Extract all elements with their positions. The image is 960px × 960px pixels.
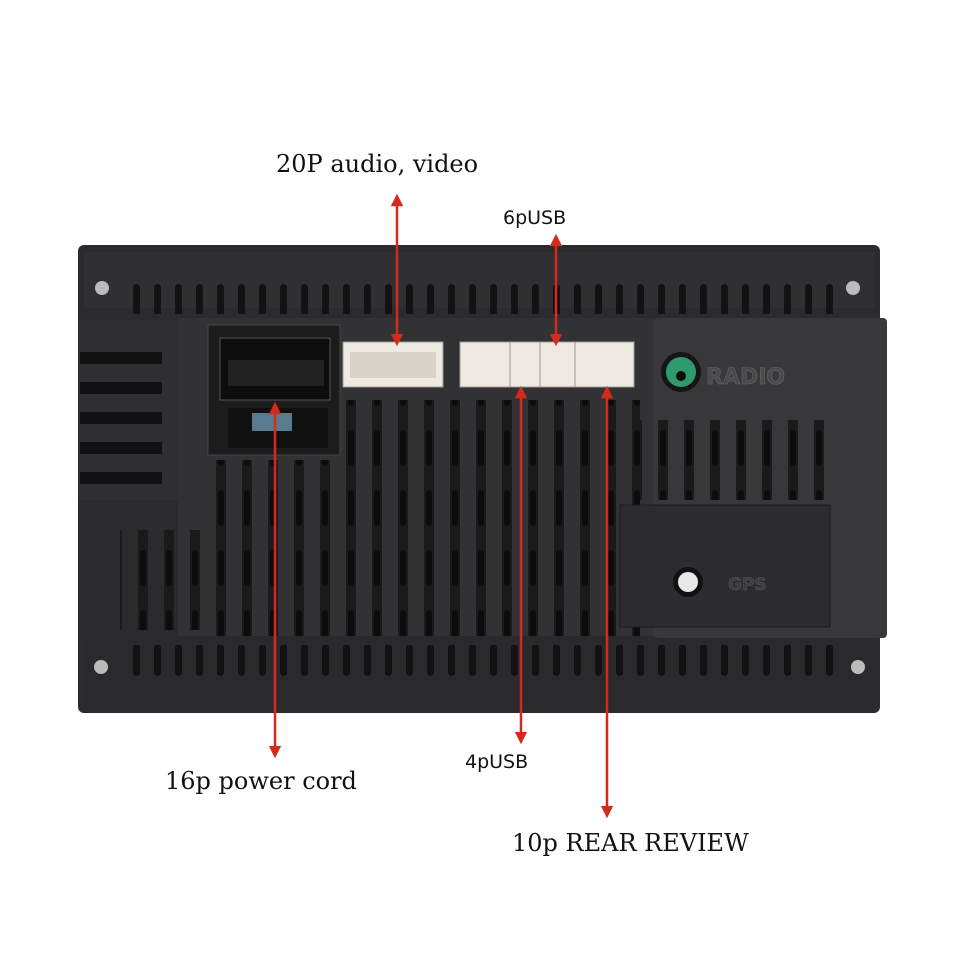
usb-and-rear-connectors bbox=[459, 341, 635, 388]
label-6pusb: 6pUSB bbox=[503, 207, 567, 229]
audio-video-20p-connector bbox=[342, 341, 444, 388]
label-10p-rear-review: 10p REAR REVIEW bbox=[512, 829, 749, 857]
radio-embossed-label: RADIO bbox=[706, 365, 785, 390]
label-4pusb: 4pUSB bbox=[465, 751, 529, 773]
gps-embossed-label: GPS bbox=[728, 575, 767, 595]
power-16p-connector bbox=[207, 324, 341, 456]
label-16p-power-cord: 16p power cord bbox=[165, 767, 357, 795]
gps-antenna-port bbox=[673, 567, 703, 597]
radio-antenna-port bbox=[661, 352, 701, 392]
label-20p-audio-video: 20P audio, video bbox=[276, 150, 479, 178]
screw-icon bbox=[94, 281, 865, 674]
